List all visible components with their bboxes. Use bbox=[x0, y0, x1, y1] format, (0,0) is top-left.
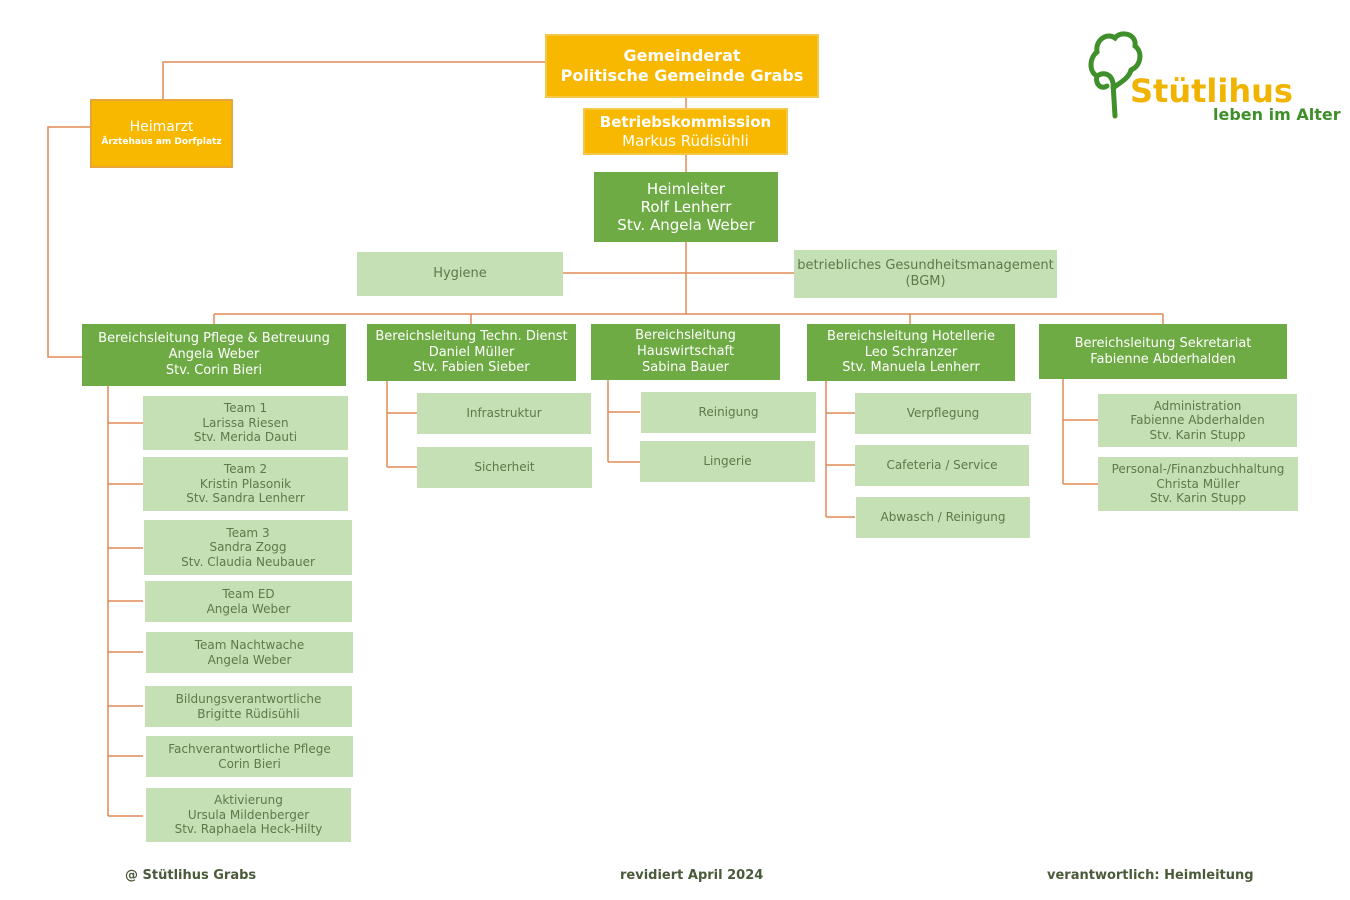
department-head-name: Fabienne Abderhalden bbox=[1090, 351, 1236, 367]
department-head-hauswirtschaft: Bereichsleitung Hauswirtschaft Sabina Ba… bbox=[591, 324, 780, 380]
department-head-deputy: Stv. Fabien Sieber bbox=[413, 360, 530, 376]
unit-title: Team 2 bbox=[223, 462, 268, 477]
unit-lead: Sandra Zogg bbox=[209, 540, 287, 555]
unit-lead: Brigitte Rüdisühli bbox=[197, 706, 300, 721]
department-head-deputy: Stv. Manuela Lenherr bbox=[842, 360, 980, 376]
unit-lead: Ursula Mildenberger bbox=[187, 807, 310, 822]
department-head-title: Bereichsleitung Sekretariat bbox=[1074, 335, 1252, 351]
unit-sicherheit: Sicherheit bbox=[417, 447, 592, 488]
heimleiter-box: Heimleiter Rolf Lenherr Stv. Angela Webe… bbox=[594, 172, 778, 242]
unit-fachverantwortliche-pflege: Fachverantwortliche Pflege Corin Bieri bbox=[146, 736, 353, 777]
unit-administration: Administration Fabienne Abderhalden Stv.… bbox=[1098, 394, 1297, 447]
unit-team-nachtwache: Team Nachtwache Angela Weber bbox=[146, 632, 353, 673]
unit-deputy: Stv. Karin Stupp bbox=[1150, 491, 1246, 506]
heimarzt-title: Heimarzt bbox=[129, 119, 194, 136]
unit-abwasch-reinigung: Abwasch / Reinigung bbox=[856, 497, 1030, 538]
logo-name: Stütlihus bbox=[1130, 72, 1293, 110]
footer-copyright: @ Stütlihus Grabs bbox=[125, 868, 257, 883]
unit-infrastruktur: Infrastruktur bbox=[417, 393, 591, 434]
bgm-box: betriebliches Gesundheitsmanagement (BGM… bbox=[794, 250, 1057, 298]
unit-lingerie: Lingerie bbox=[640, 441, 815, 482]
department-head-sekretariat: Bereichsleitung Sekretariat Fabienne Abd… bbox=[1039, 324, 1287, 379]
department-head-hotellerie: Bereichsleitung Hotellerie Leo Schranzer… bbox=[807, 324, 1015, 381]
unit-team-1: Team 1 Larissa Riesen Stv. Merida Dauti bbox=[143, 396, 348, 450]
department-head-area: Hauswirtschaft bbox=[636, 344, 734, 360]
unit-lead: Larissa Riesen bbox=[202, 415, 289, 430]
department-head-title: Bereichsleitung Techn. Dienst bbox=[375, 328, 568, 344]
heimarzt-location: Ärztehaus am Dorfplatz bbox=[101, 136, 222, 147]
unit-title: Team ED bbox=[222, 586, 275, 601]
unit-title: Reinigung bbox=[698, 405, 759, 420]
unit-deputy: Stv. Merida Dauti bbox=[193, 430, 298, 445]
heimleiter-deputy: Stv. Angela Weber bbox=[617, 216, 755, 235]
unit-title: Personal-/Finanzbuchhaltung bbox=[1111, 462, 1285, 477]
unit-lead: Corin Bieri bbox=[218, 756, 281, 771]
unit-lead: Kristin Plasonik bbox=[199, 476, 292, 491]
department-head-title: Bereichsleitung Hotellerie bbox=[827, 328, 995, 344]
betriebskommission-title: Betriebskommission bbox=[599, 113, 772, 132]
department-head-pflege: Bereichsleitung Pflege & Betreuung Angel… bbox=[82, 324, 346, 386]
unit-title: Team 1 bbox=[223, 401, 268, 416]
gemeinderat-subtitle: Politische Gemeinde Grabs bbox=[560, 66, 804, 85]
unit-bildungsverantwortliche: Bildungsverantwortliche Brigitte Rüdisüh… bbox=[145, 686, 352, 727]
unit-title: Cafeteria / Service bbox=[886, 458, 998, 473]
unit-title: Administration bbox=[1153, 398, 1242, 413]
unit-cafeteria-service: Cafeteria / Service bbox=[855, 445, 1029, 486]
department-head-name: Leo Schranzer bbox=[864, 344, 958, 360]
department-head-technik: Bereichsleitung Techn. Dienst Daniel Mül… bbox=[367, 324, 576, 381]
betriebskommission-box: Betriebskommission Markus Rüdisühli bbox=[583, 108, 788, 155]
unit-title: Sicherheit bbox=[474, 460, 535, 475]
department-head-title: Bereichsleitung Pflege & Betreuung bbox=[98, 331, 330, 347]
unit-verpflegung: Verpflegung bbox=[855, 393, 1031, 434]
unit-title: Aktivierung bbox=[214, 793, 283, 808]
unit-team-2: Team 2 Kristin Plasonik Stv. Sandra Lenh… bbox=[143, 457, 348, 511]
unit-lead: Angela Weber bbox=[207, 652, 292, 667]
heimleiter-title: Heimleiter bbox=[646, 179, 726, 198]
department-head-title: Bereichsleitung bbox=[635, 328, 736, 344]
unit-deputy: Stv. Raphaela Heck-Hilty bbox=[174, 822, 323, 837]
unit-team-3: Team 3 Sandra Zogg Stv. Claudia Neubauer bbox=[144, 520, 352, 575]
unit-aktivierung: Aktivierung Ursula Mildenberger Stv. Rap… bbox=[146, 788, 351, 842]
department-head-name: Daniel Müller bbox=[428, 344, 515, 360]
unit-title: Fachverantwortliche Pflege bbox=[168, 741, 331, 756]
unit-title: Team Nachtwache bbox=[194, 637, 305, 652]
unit-deputy: Stv. Sandra Lenherr bbox=[186, 491, 305, 506]
unit-lead: Fabienne Abderhalden bbox=[1130, 413, 1265, 428]
unit-lead: Angela Weber bbox=[206, 601, 291, 616]
unit-team-ed: Team ED Angela Weber bbox=[145, 581, 352, 622]
unit-title: Lingerie bbox=[703, 454, 752, 469]
bgm-label: betriebliches Gesundheitsmanagement bbox=[797, 258, 1054, 274]
heimarzt-box: Heimarzt Ärztehaus am Dorfplatz bbox=[90, 99, 233, 168]
unit-title: Bildungsverantwortliche bbox=[175, 691, 322, 706]
footer-revision: revidiert April 2024 bbox=[620, 868, 764, 883]
department-head-name: Angela Weber bbox=[168, 347, 260, 363]
unit-lead: Christa Müller bbox=[1156, 476, 1240, 491]
unit-deputy: Stv. Claudia Neubauer bbox=[181, 554, 315, 569]
tree-logo-icon bbox=[1088, 31, 1143, 119]
unit-title: Verpflegung bbox=[906, 406, 980, 421]
unit-reinigung: Reinigung bbox=[641, 392, 816, 433]
gemeinderat-title: Gemeinderat bbox=[623, 46, 741, 66]
bgm-abbreviation: (BGM) bbox=[905, 274, 946, 289]
unit-title: Abwasch / Reinigung bbox=[880, 510, 1006, 525]
department-head-name: Sabina Bauer bbox=[642, 359, 729, 375]
footer-responsible: verantwortlich: Heimleitung bbox=[1047, 868, 1254, 883]
logo-tagline: leben im Alter bbox=[1213, 105, 1341, 124]
betriebskommission-name: Markus Rüdisühli bbox=[622, 131, 749, 150]
unit-personal-finanzbuchhaltung: Personal-/Finanzbuchhaltung Christa Müll… bbox=[1098, 457, 1298, 511]
hygiene-box: Hygiene bbox=[357, 252, 563, 296]
hygiene-label: Hygiene bbox=[433, 266, 487, 282]
unit-deputy: Stv. Karin Stupp bbox=[1149, 427, 1246, 442]
heimleiter-name: Rolf Lenherr bbox=[640, 197, 732, 216]
unit-title: Infrastruktur bbox=[466, 406, 542, 421]
gemeinderat-box: Gemeinderat Politische Gemeinde Grabs bbox=[545, 34, 819, 98]
unit-title: Team 3 bbox=[226, 525, 270, 540]
department-head-deputy: Stv. Corin Bieri bbox=[165, 362, 263, 378]
